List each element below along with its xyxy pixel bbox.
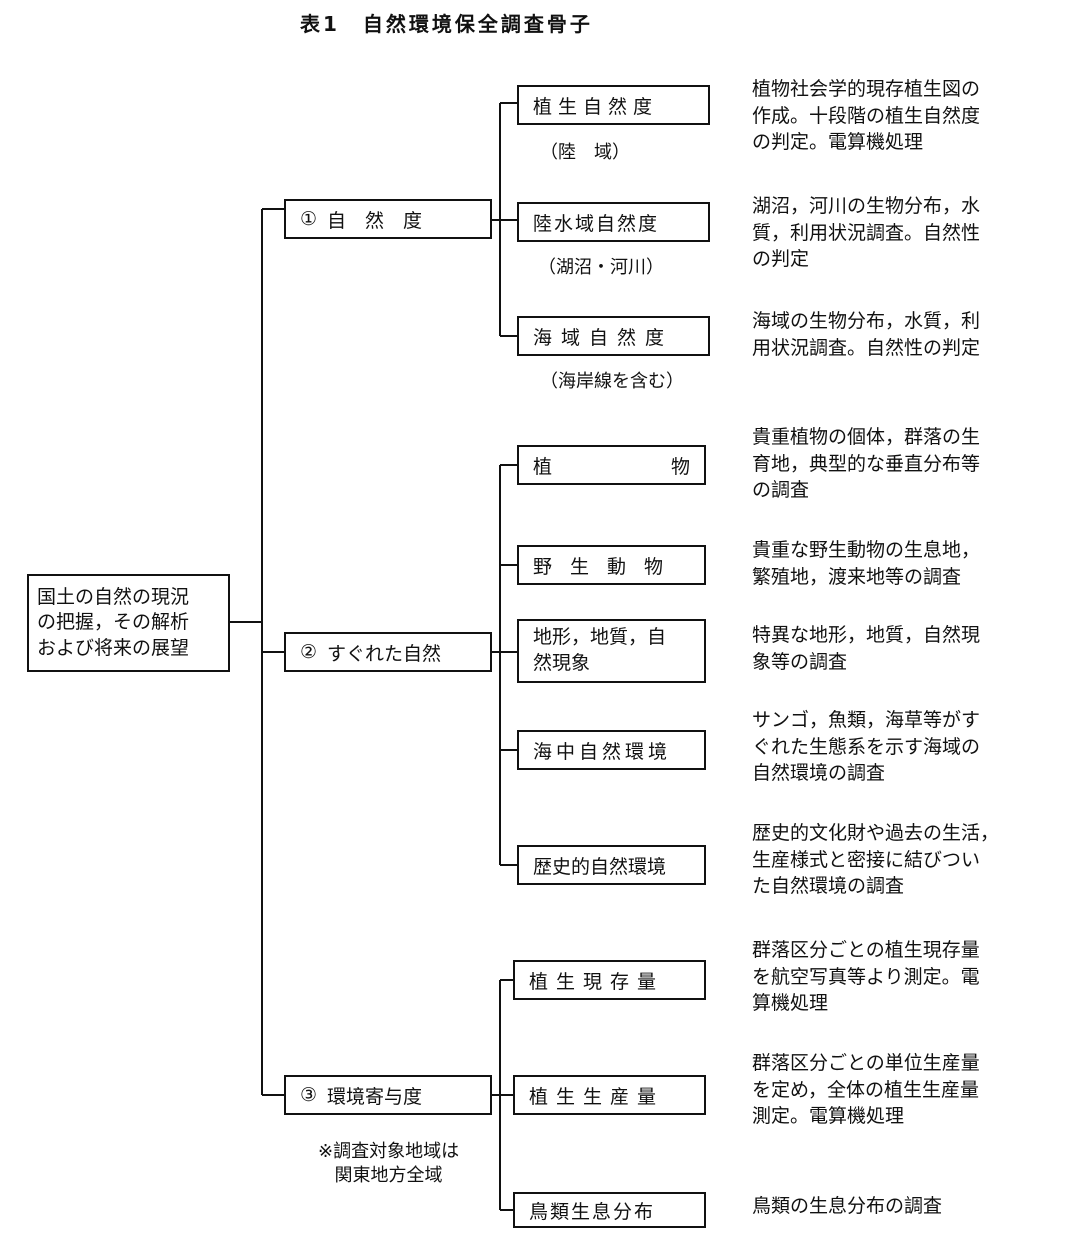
- item-description: 鳥類の生息分布の調査: [752, 1195, 943, 1217]
- category-label: 自 然 度: [327, 209, 423, 232]
- item-box: 海中自然環境: [517, 730, 706, 770]
- survey-area-note: ※調査対象地域は 関東地方全域: [318, 1141, 460, 1187]
- category-label: すぐれた自然: [327, 642, 442, 665]
- root-box: 国土の自然の現況 の把握，その解析 および将来の展望: [27, 574, 230, 672]
- item-sub: （海岸線を含む）: [540, 371, 684, 392]
- item-box: 海域自然度: [517, 316, 710, 356]
- category-label: 環境寄与度: [327, 1085, 423, 1108]
- item-description: 群落区分ごとの単位生産量 を定め，全体の植生生産量 測定。電算機処理: [752, 1052, 980, 1128]
- item-description: 植物社会学的現存植生図の 作成。十段階の植生自然度 の判定。電算機処理: [752, 78, 981, 154]
- category-number: ②: [300, 641, 318, 663]
- item-description: 貴重な野生動物の生息地， 繁殖地，渡来地等の調査: [752, 539, 981, 588]
- item-box: 鳥類生息分布: [513, 1192, 706, 1228]
- category-box-2: ② すぐれた自然: [284, 632, 492, 672]
- item-sub: （陸 域）: [540, 142, 630, 163]
- item-description: 海域の生物分布，水質，利 用状況調査。自然性の判定: [752, 310, 981, 359]
- category-number: ①: [300, 208, 318, 230]
- item-sub: （湖沼・河川）: [538, 257, 664, 278]
- item-box: 陸水域自然度: [517, 202, 710, 242]
- category-box-1: ① 自 然 度: [284, 199, 492, 239]
- item-label: 植物: [533, 455, 690, 478]
- item-description: 特異な地形，地質，自然現 象等の調査: [752, 624, 981, 673]
- item-description: サンゴ，魚類，海草等がす ぐれた生態系を示す海域の 自然環境の調査: [752, 709, 981, 785]
- category-box-3: ③ 環境寄与度: [284, 1075, 492, 1115]
- page-title: 表1 自然環境保全調査骨子: [300, 12, 593, 36]
- item-box: 歴史的自然環境: [517, 845, 706, 885]
- category-number: ③: [300, 1084, 318, 1106]
- item-box: 野生動物: [517, 545, 706, 585]
- item-box: 植生生産量: [513, 1075, 706, 1115]
- item-box: 植生自然度: [517, 85, 710, 125]
- item-box: 地形，地質，自 然現象: [517, 619, 706, 683]
- item-description: 群落区分ごとの植生現存量 を航空写真等より測定。電 算機処理: [752, 939, 980, 1015]
- item-description: 歴史的文化財や過去の生活， 生産様式と密接に結びつい た自然環境の調査: [752, 822, 1000, 898]
- item-box: 植物: [517, 445, 706, 485]
- item-description: 貴重植物の個体，群落の生 育地，典型的な垂直分布等 の調査: [752, 426, 981, 502]
- item-description: 湖沼，河川の生物分布，水 質，利用状況調査。自然性 の判定: [752, 195, 981, 271]
- item-box: 植生現存量: [513, 960, 706, 1000]
